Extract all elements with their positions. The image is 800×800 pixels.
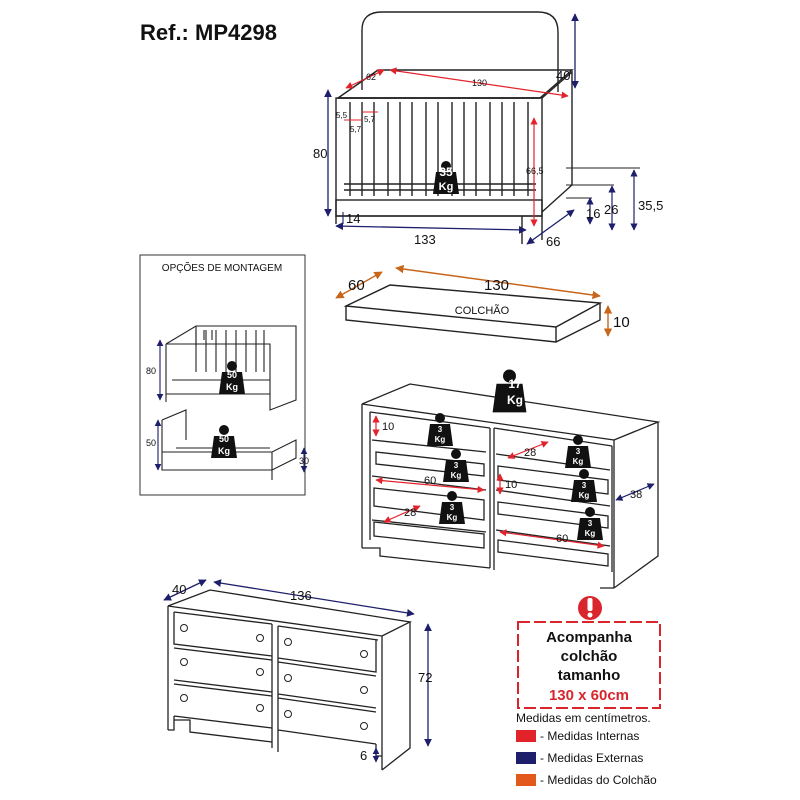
crib-dim-length: 133 [414, 232, 436, 247]
assembly-a-height: 80 [146, 366, 156, 376]
assembly-b-height: 50 [146, 438, 156, 448]
dresser-dim-drawer-height: 10 [505, 479, 517, 491]
assembly-a-weight-value: 50 [227, 370, 237, 380]
dresser-exterior-drawing [167, 589, 413, 771]
drawer-weight-unit-6: Kg [585, 529, 596, 538]
crib-dim-inner-length: 130 [472, 78, 487, 88]
notice-line-3: tamanho [558, 667, 621, 684]
mattress-width: 60 [348, 277, 365, 294]
drawer-weight-value-5: 3 [450, 503, 455, 512]
dresser-knobs [180, 624, 368, 730]
notice-box [517, 621, 661, 709]
dresser-dim-drawer-depth: 28 [404, 507, 416, 519]
drawer-weight-value-3: 3 [454, 461, 459, 470]
dresser-dim-drawer-width-right: 28 [524, 447, 536, 459]
dresser-dim-depth: 38 [630, 489, 642, 501]
crib-dim-bed-level-1: 16 [586, 206, 600, 221]
legend-swatch-external [516, 752, 536, 764]
dresser-dim-drawer-width-bottom: 60 [556, 533, 568, 545]
crib-weight-value: 35 [439, 165, 453, 179]
mattress-thickness: 10 [613, 314, 630, 331]
reference-title: Ref.: MP4298 [140, 20, 277, 45]
drawer-weight-unit-2: Kg [573, 457, 584, 466]
dresser-ext-height: 72 [418, 670, 432, 685]
assembly-a-weight-unit: Kg [226, 382, 238, 392]
dresser-ext-depth: 40 [172, 582, 186, 597]
crib-dim-height: 80 [313, 146, 327, 161]
notice-line-2: colchão [561, 648, 618, 665]
crib-dim-inner-height: 66,5 [526, 166, 544, 176]
legend-label-internal: - Medidas Internas [540, 729, 639, 743]
notice-alert-icon [578, 596, 602, 620]
legend-title: Medidas em centímetros. [516, 711, 651, 725]
assembly-b-weight-unit: Kg [218, 446, 230, 456]
dresser-ext-width: 136 [290, 588, 312, 603]
crib-dim-inner-width: 62 [366, 72, 376, 82]
notice-size: 130 x 60cm [549, 687, 629, 704]
crib-dim-headboard: 40 [556, 68, 570, 83]
crib-dim-depth: 66 [546, 234, 560, 249]
drawer-weight-unit-4: Kg [579, 491, 590, 500]
crib-dim-bed-level-2: 26 [604, 202, 618, 217]
assembly-options-box [139, 254, 306, 496]
crib-weight-unit: Kg [439, 181, 454, 193]
dresser-dim-drawer-width: 60 [424, 475, 436, 487]
drawer-weight-value-2: 3 [576, 447, 581, 456]
crib-drawing [335, 11, 574, 244]
crib-dim-slat-b: 5,7 [350, 125, 362, 134]
assembly-b-weight-value: 50 [219, 434, 229, 444]
drawer-weight-value-4: 3 [582, 481, 587, 490]
legend-swatch-internal [516, 730, 536, 742]
mattress-length: 130 [484, 277, 509, 294]
drawer-weight-unit-1: Kg [435, 435, 446, 444]
dresser-top-weight-unit: Kg [507, 393, 523, 407]
dresser-top-weight-value: 17 [508, 377, 522, 391]
legend-label-external: - Medidas Externas [540, 751, 643, 765]
assembly-b-side: 30 [299, 456, 309, 466]
drawer-weight-unit-5: Kg [447, 513, 458, 522]
assembly-options-title: OPÇÕES DE MONTAGEM [162, 261, 282, 274]
legend-label-mattress: - Medidas do Colchão [540, 773, 657, 787]
crib-dim-slat-a: 5,5 [336, 111, 348, 120]
notice-line-1: Acompanha [546, 629, 633, 646]
crib-dim-slat-c: 5,7 [364, 115, 376, 124]
legend-swatch-mattress [516, 774, 536, 786]
drawer-weight-unit-3: Kg [451, 471, 462, 480]
dresser-dim-niche-height: 10 [382, 421, 394, 433]
drawer-weight-value-6: 3 [588, 519, 593, 528]
crib-dim-bottom-gap: 14 [346, 211, 360, 226]
crib-dim-bed-level-3: 35,5 [638, 198, 663, 213]
drawer-weight-value-1: 3 [438, 425, 443, 434]
mattress-label: COLCHÃO [455, 304, 510, 317]
dresser-ext-foot: 6 [360, 748, 367, 763]
